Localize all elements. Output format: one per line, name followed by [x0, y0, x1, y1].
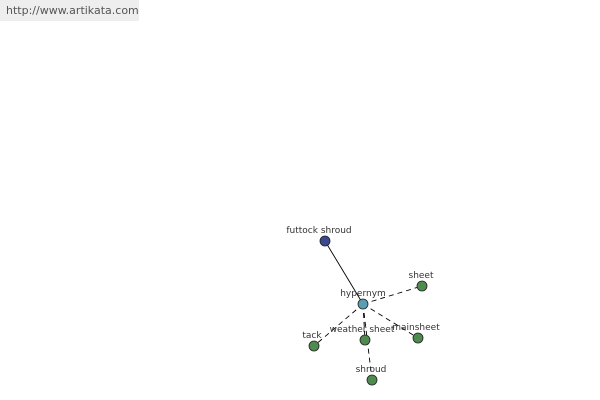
node-weather-sheet[interactable]	[359, 334, 371, 346]
edge-hypernym-sheet	[362, 285, 423, 305]
edge-hypernym-tack	[313, 303, 364, 347]
node-futtock-shroud[interactable]	[319, 235, 331, 247]
graph-edges	[313, 240, 423, 381]
node-mainsheet[interactable]	[412, 332, 424, 344]
node-label-weather-sheet[interactable]: weather sheet	[330, 325, 395, 335]
node-tack[interactable]	[308, 340, 320, 352]
node-label-shroud[interactable]: shroud	[356, 365, 387, 375]
node-sheet[interactable]	[416, 280, 428, 292]
edge-hypernym-weather-sheet	[362, 303, 366, 341]
node-label-sheet[interactable]: sheet	[409, 271, 434, 281]
node-shroud[interactable]	[366, 374, 378, 386]
node-label-futtock-shroud[interactable]: futtock shroud	[286, 226, 351, 236]
node-hypernym[interactable]	[357, 298, 369, 310]
node-label-hypernym[interactable]: hypernym	[340, 289, 386, 299]
node-label-mainsheet[interactable]: mainsheet	[392, 323, 440, 333]
graph-labels: hypernym futtock shroud sheet tack weather s…	[286, 226, 440, 375]
graph-nodes	[308, 235, 428, 386]
edge-hypernym-mainsheet	[362, 303, 419, 339]
site-url-link[interactable]: http://www.artikata.com	[0, 0, 139, 21]
node-label-tack[interactable]: tack	[302, 331, 322, 341]
edge-hypernym-futtock-shroud	[324, 240, 364, 305]
